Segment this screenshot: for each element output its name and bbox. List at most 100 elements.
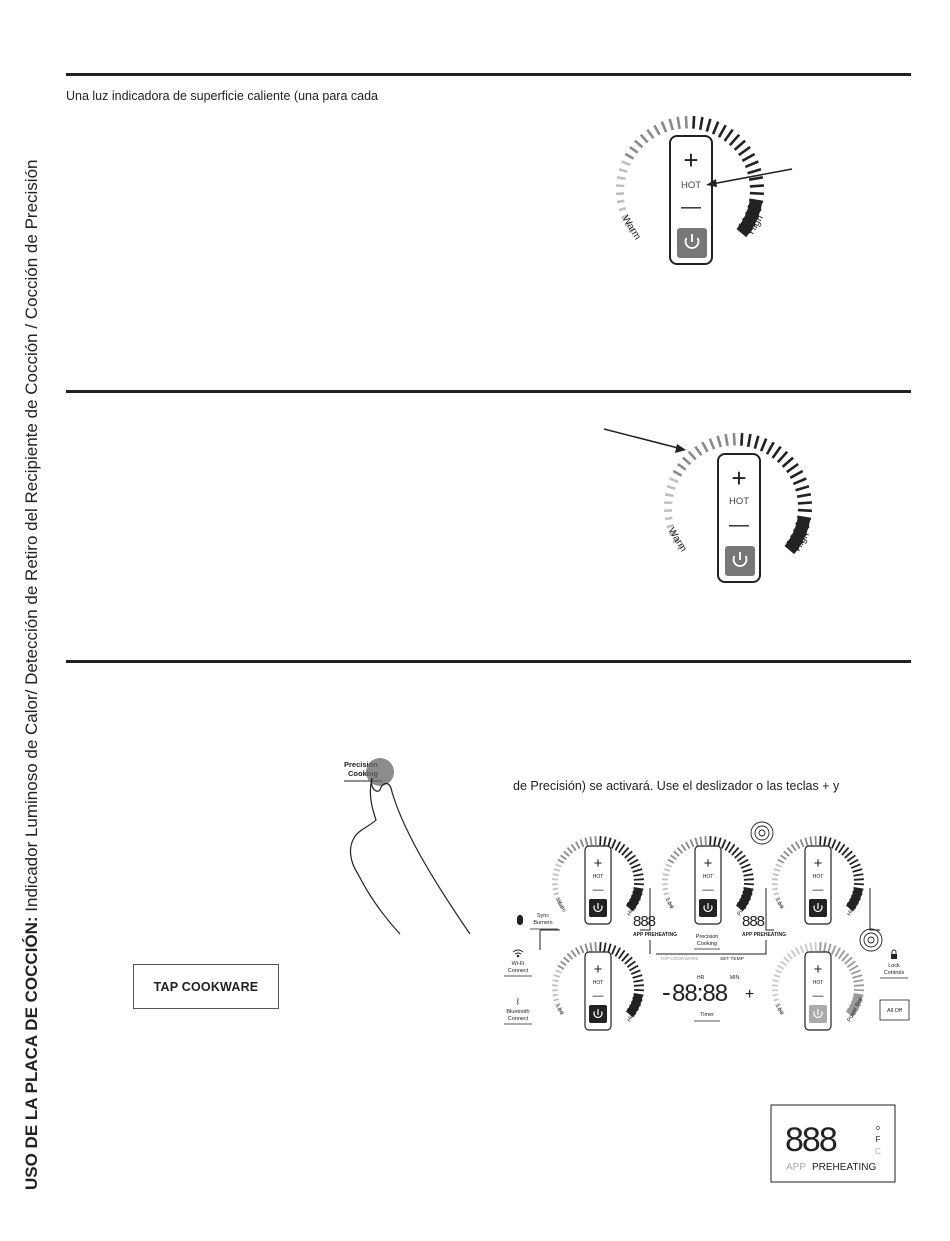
dial-tick	[664, 501, 673, 505]
dial-tick	[850, 863, 861, 869]
minus-key[interactable]: —	[681, 196, 701, 218]
burner-plus-key[interactable]: +	[704, 855, 713, 872]
dial-tick	[664, 516, 673, 521]
sync-burners-label-1[interactable]: Sync	[537, 913, 549, 919]
dial-tick	[633, 989, 644, 992]
burner-minus-key[interactable]: —	[813, 990, 824, 1002]
dial-tick	[666, 485, 676, 490]
preheat-display-figure: 888 o F C APP PREHEATING	[770, 1104, 896, 1184]
all-off-button[interactable]	[879, 999, 910, 1021]
precision-cooking-key-line1[interactable]: Precision	[344, 760, 378, 769]
plus-key[interactable]: +	[683, 145, 698, 175]
dial-tick	[664, 493, 674, 498]
wifi-icon	[512, 949, 524, 958]
dial-tick	[796, 515, 812, 521]
wifi-connect-label-1[interactable]: Wi-Fi	[512, 961, 525, 967]
dial-tick	[716, 435, 723, 448]
dial-tick	[776, 450, 789, 464]
dial-tick	[743, 887, 754, 891]
dial-tick	[853, 873, 864, 877]
dial-tick	[849, 964, 859, 972]
dial-tick	[804, 943, 809, 953]
dial-tick	[575, 841, 581, 850]
dial-tick	[743, 878, 754, 881]
dial-tick	[772, 993, 779, 997]
dial-tick	[687, 450, 697, 461]
lock-controls-label-2[interactable]: Controls	[884, 970, 905, 976]
dial-tick	[831, 839, 837, 849]
left-temp-digits: 888	[633, 913, 656, 930]
power-button[interactable]	[725, 546, 755, 576]
dial-tick	[557, 858, 565, 864]
burner-minus-key[interactable]: —	[593, 990, 604, 1002]
dial-tick	[713, 836, 717, 846]
bluetooth-connect-label-2[interactable]: Connect	[508, 1016, 529, 1022]
dial-tick	[775, 1002, 781, 1007]
burner-plus-key[interactable]: +	[594, 961, 603, 978]
dial-tick	[731, 847, 740, 856]
timer-plus-key[interactable]: +	[745, 986, 754, 1003]
precision-cooking-label-1[interactable]: Precision	[696, 934, 719, 940]
burner-minus-key[interactable]: —	[703, 884, 714, 896]
dial-tick	[633, 873, 644, 877]
dial-tick	[555, 1002, 561, 1007]
dial-tick	[599, 836, 602, 846]
plus-key[interactable]: +	[731, 463, 746, 493]
dial-tick	[624, 956, 633, 965]
burner-plus-key[interactable]: +	[814, 855, 823, 872]
dial-tick	[853, 878, 864, 881]
dial-tick	[740, 433, 744, 446]
wifi-connect-label-2[interactable]: Connect	[508, 968, 529, 974]
dial-tick	[814, 836, 817, 845]
dial-tick	[759, 438, 768, 452]
dial-tick	[663, 868, 671, 872]
dial-tick	[795, 841, 801, 850]
dial-tick	[685, 841, 691, 850]
minus-key[interactable]: —	[729, 514, 749, 536]
dial-tick	[633, 883, 644, 886]
burner-minus-key[interactable]: —	[813, 884, 824, 896]
section-rule-2	[66, 390, 911, 393]
dial-tick	[783, 850, 790, 857]
preheat-display-frame	[770, 1104, 896, 1183]
dial-tick	[721, 839, 727, 849]
burner-plus-key[interactable]: +	[814, 961, 823, 978]
dial-tick	[732, 433, 736, 446]
burner-plus-key[interactable]: +	[594, 855, 603, 872]
warm-label: Warm	[619, 214, 642, 242]
precision-cooking-key-line2[interactable]: Cooking	[348, 769, 378, 778]
dial-tick	[823, 836, 827, 846]
power-icon	[684, 234, 700, 249]
bluetooth-connect-label-1[interactable]: Bluetooth	[506, 1009, 529, 1015]
hand-outline-lower	[349, 777, 401, 935]
lock-controls-label-1[interactable]: Lock	[888, 963, 900, 969]
dial-high-arc	[784, 517, 811, 555]
side-title-rest: Indicador Luminoso de Calor/ Detección d…	[22, 159, 41, 917]
dial-tick	[676, 116, 681, 130]
timer-hr-label: HR	[697, 975, 705, 981]
dial-tick	[633, 878, 644, 881]
precision-cooking-label-2[interactable]: Cooking	[697, 941, 717, 947]
section-rule-1	[66, 73, 911, 76]
burner-minus-key[interactable]: —	[593, 884, 604, 896]
dial-tick	[699, 836, 703, 846]
dial-tick	[599, 942, 602, 952]
dial-tick	[753, 435, 760, 449]
sync-burners-label-2[interactable]: Burners	[533, 920, 553, 926]
dial-tick	[673, 850, 680, 857]
power-button[interactable]	[677, 228, 707, 258]
timer-minus-key[interactable]: -	[662, 977, 671, 1007]
dial-tick	[775, 863, 782, 868]
dial-tick	[594, 942, 597, 951]
dial-tick	[790, 949, 797, 958]
dial-tick	[628, 227, 636, 234]
burner-low-label: Low	[554, 1004, 564, 1016]
dial-tick	[626, 960, 636, 968]
dial-tick	[724, 841, 731, 851]
dial-tick	[809, 836, 813, 846]
panel-divider-lines	[539, 888, 880, 955]
dial-tick	[773, 998, 779, 1002]
timer-label[interactable]: Timer	[700, 1012, 714, 1018]
power-icon	[813, 903, 823, 913]
burner-hot-indicator: HOT	[593, 874, 604, 880]
